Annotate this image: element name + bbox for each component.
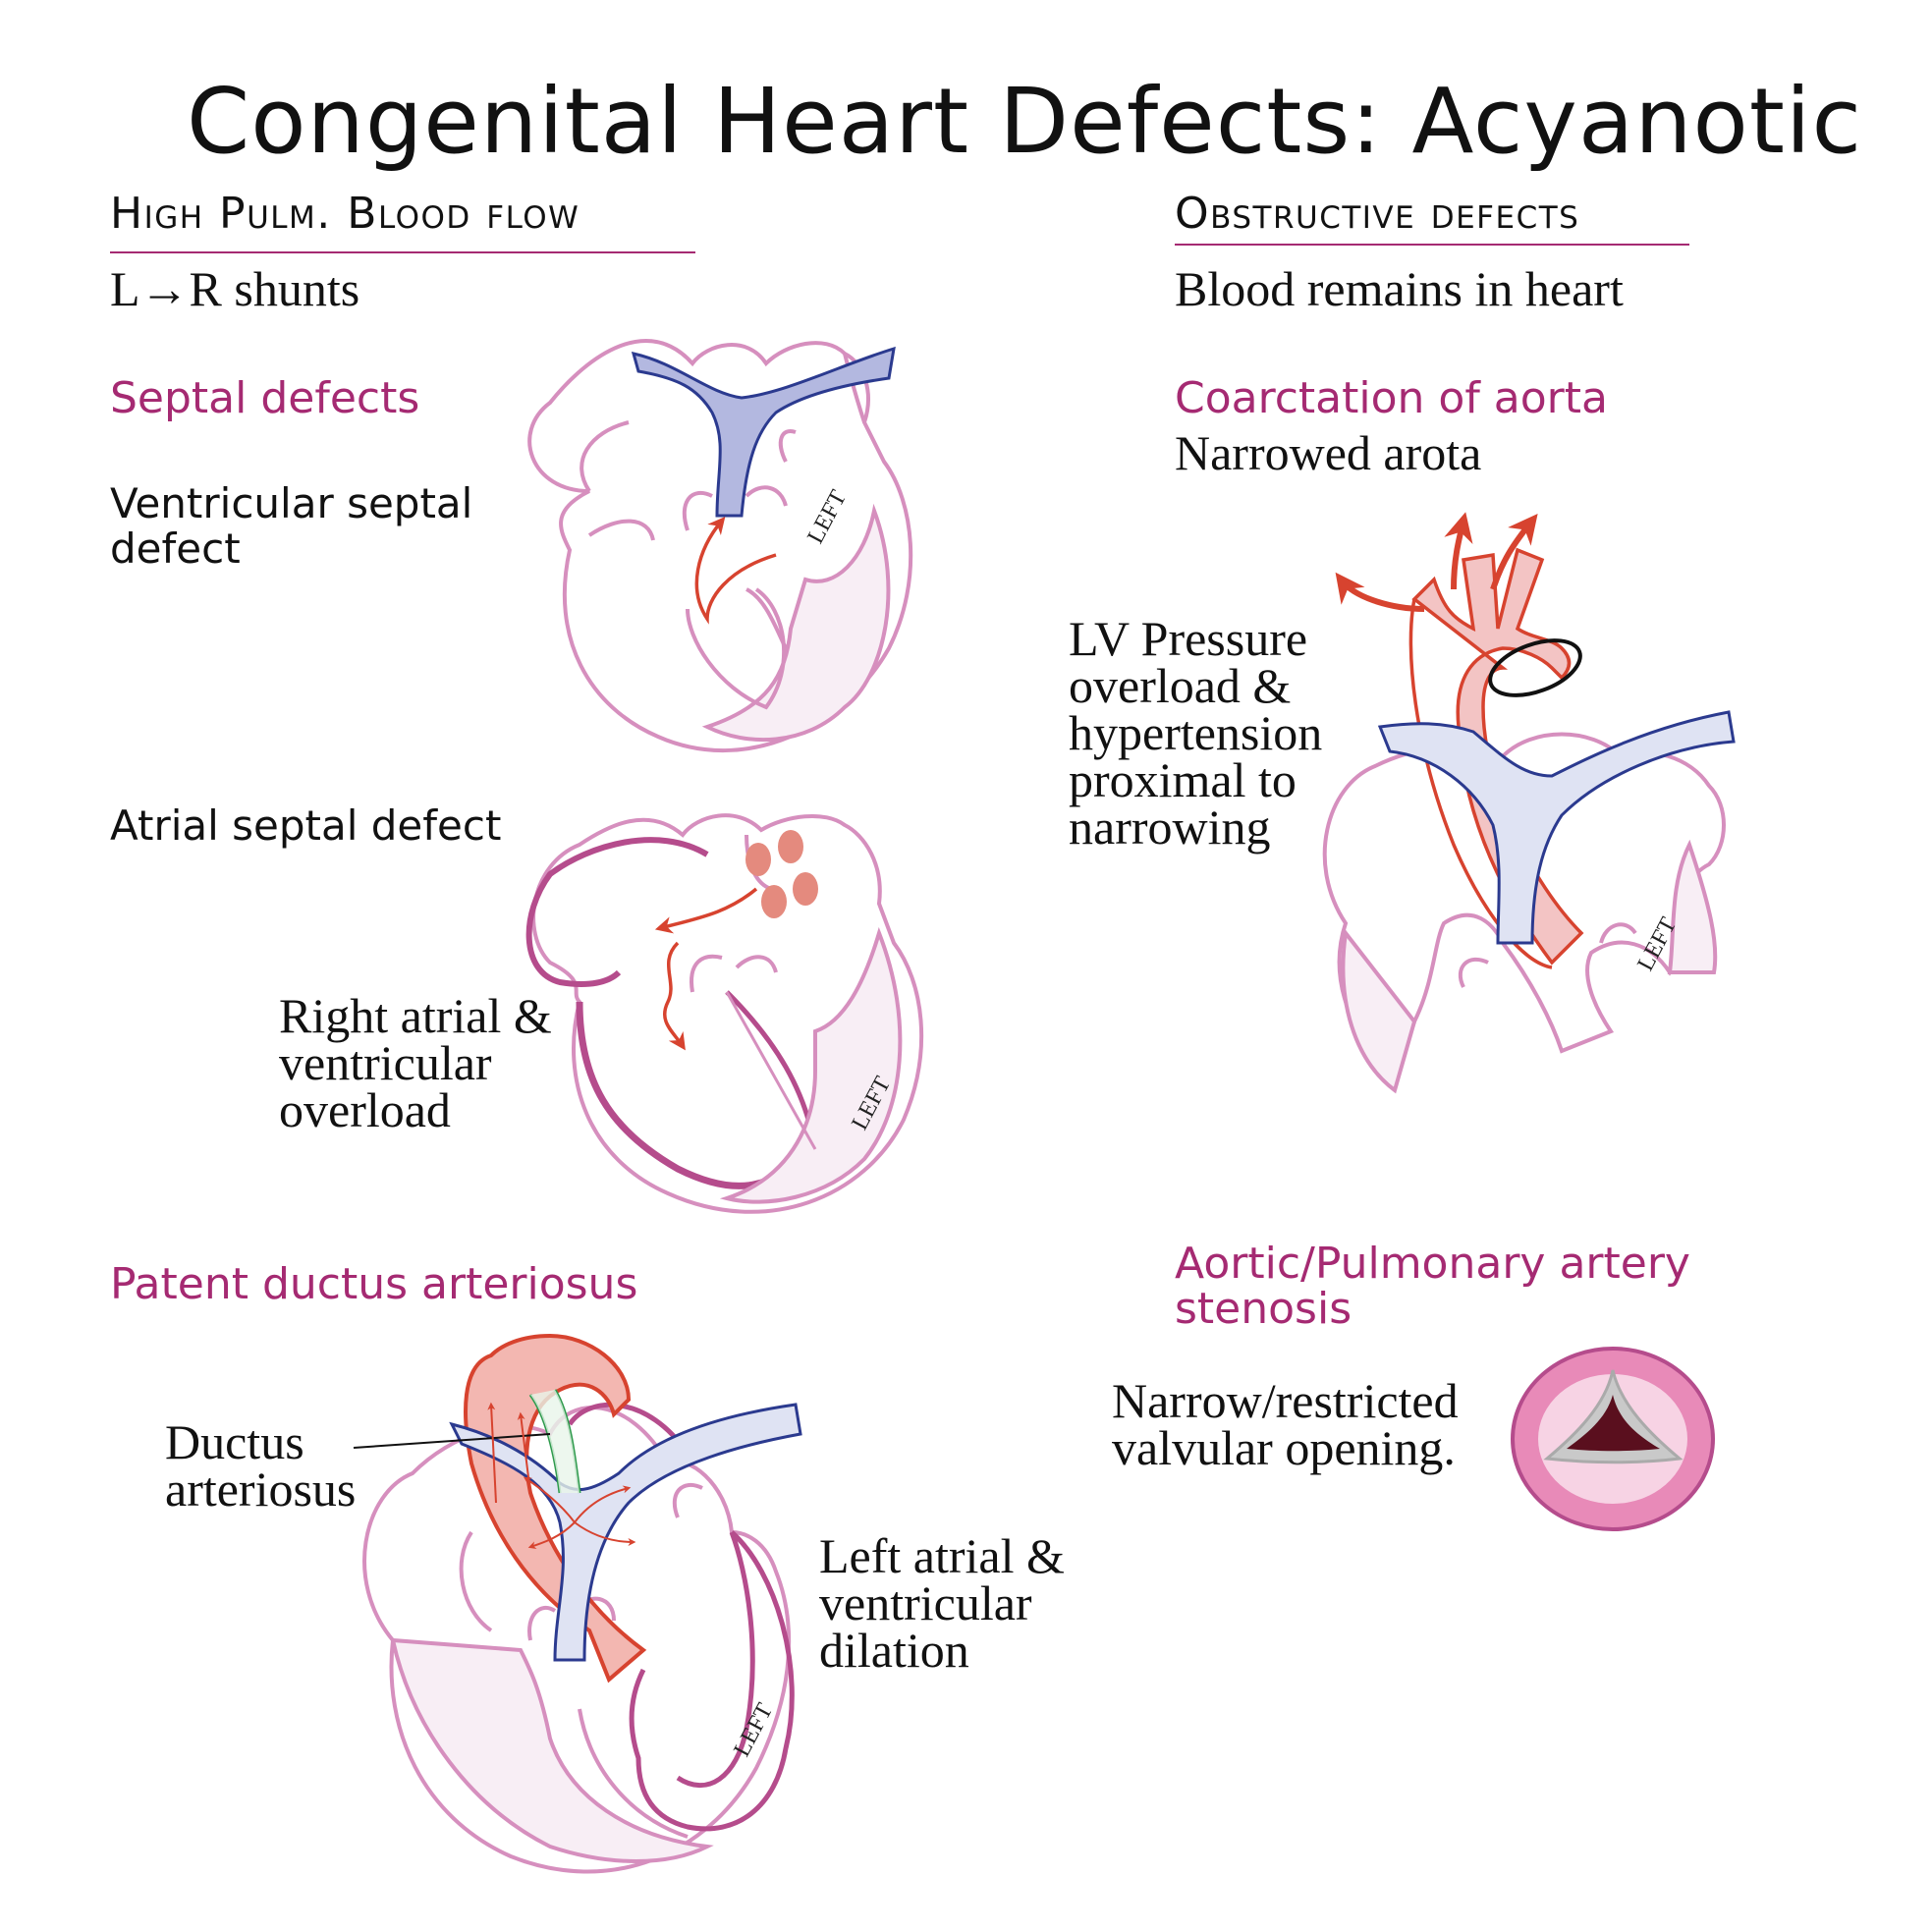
- pda-lv-wall: [629, 1530, 795, 1832]
- coarctation-title: Coarctation of aorta: [1175, 373, 1608, 423]
- asd-chamber-label: LEFT: [847, 1073, 896, 1134]
- left-subheading: L→R shunts: [110, 261, 360, 316]
- pda-pulmonary-artery: [449, 1403, 802, 1662]
- coarctation-branch-arrow: [1490, 513, 1538, 590]
- coarctation-branch-arrow: [1335, 572, 1425, 612]
- page-title: Congenital Heart Defects: Acyanotic: [187, 69, 1863, 174]
- coarctation-branch-arrow: [1444, 512, 1473, 590]
- valve-inner-ring: [1538, 1374, 1687, 1504]
- coarctation-chamber-label: LEFT: [1632, 913, 1682, 975]
- asd-rv-wall: [576, 1001, 808, 1189]
- right-subheading: Blood remains in heart: [1175, 261, 1624, 316]
- valve-outer-ring: [1511, 1347, 1715, 1531]
- vsd-heart-outline: [527, 339, 913, 752]
- right-heading: Obstructive defects: [1175, 189, 1580, 239]
- stenosis-note: Narrow/restricted valvular opening.: [1112, 1373, 1459, 1475]
- coarctation-subtitle: Narrowed arota: [1175, 425, 1482, 480]
- asd-defect-dot: [761, 885, 787, 918]
- asd-shunt-arrow: [654, 887, 758, 934]
- stenosis-valve-diagram: [1511, 1347, 1715, 1531]
- pda-aorta: [464, 1333, 647, 1684]
- coarctation-heart-diagram: LEFT: [1322, 512, 1736, 1094]
- valve-leaflets: [1543, 1369, 1684, 1464]
- coarctation-narrowing-ring: [1488, 638, 1582, 697]
- vsd-chamber-label: LEFT: [802, 486, 852, 548]
- coarctation-note: LV Pressure overload & hypertension prox…: [1069, 611, 1323, 855]
- left-heading: High Pulm. Blood flow: [110, 189, 580, 239]
- asd-flow-arrow: [662, 941, 686, 1051]
- asd-note: Right atrial & ventricular overload: [279, 988, 552, 1137]
- vsd-shunt-arrow: [694, 516, 777, 625]
- pda-note: Left atrial & ventricular dilation: [819, 1528, 1065, 1678]
- asd-defect-dot: [745, 843, 771, 876]
- asd-ra-wall: [525, 837, 709, 987]
- ductus-label: Ductus arteriosus: [165, 1414, 357, 1517]
- stenosis-title: Aortic/Pulmonary artery stenosis: [1175, 1239, 1690, 1334]
- pda-heart-outline: [362, 1405, 792, 1874]
- vsd-pulmonary-vein: [631, 346, 896, 518]
- left-heading-underline: [110, 251, 695, 253]
- vsd-label: Ventricular septal defect: [110, 479, 473, 573]
- coarctation-aorta: [1411, 547, 1584, 966]
- coarctation-heart-outline: [1322, 732, 1726, 1084]
- right-heading-underline: [1175, 244, 1689, 246]
- valve-opening: [1567, 1395, 1660, 1452]
- vsd-heart-diagram: LEFT: [527, 339, 913, 752]
- septal-title: Septal defects: [110, 373, 420, 423]
- coarctation-pulmonary-artery: [1377, 710, 1736, 945]
- asd-label: Atrial septal defect: [110, 801, 502, 850]
- pda-title: Patent ductus arteriosus: [110, 1259, 638, 1309]
- vsd-lv-wall: [701, 503, 891, 743]
- pda-flow-arrows: [487, 1402, 636, 1550]
- asd-heart-outline: [531, 813, 924, 1214]
- vsd-septum: [686, 587, 787, 710]
- pda-chamber-label: LEFT: [729, 1699, 778, 1761]
- asd-defect-dot: [778, 830, 803, 863]
- ductus-arteriosus: [528, 1389, 581, 1494]
- asd-heart-diagram: LEFT: [525, 813, 924, 1214]
- pda-heart-diagram: LEFT: [353, 1333, 802, 1874]
- asd-defect-dot: [793, 872, 818, 906]
